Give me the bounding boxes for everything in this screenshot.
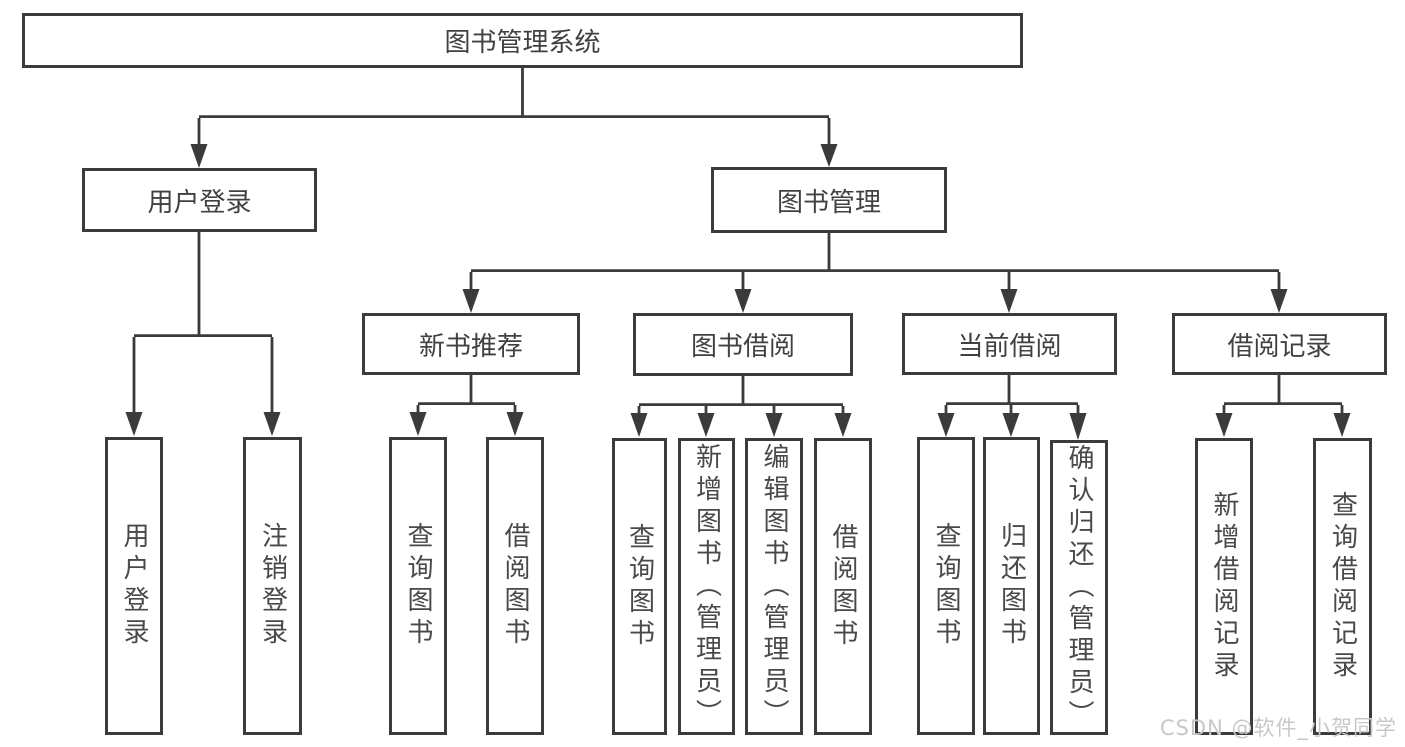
leaf-bb-edit-books-admin: 编辑图书（管理员） — [745, 438, 803, 735]
leaf-logout: 注销登录 — [243, 437, 302, 735]
leaf-label-nbr-query-books: 查询图书 — [403, 522, 433, 650]
node-user-login: 用户登录 — [82, 168, 317, 232]
node-current-borrowing: 当前借阅 — [902, 313, 1117, 375]
leaf-cb-confirm-return-admin: 确认归还（管理员） — [1050, 440, 1108, 735]
node-label-new-book-recommendation: 新书推荐 — [418, 331, 523, 362]
node-library-management-system: 图书管理系统 — [22, 13, 1023, 68]
leaf-cb-return-books: 归还图书 — [983, 437, 1040, 735]
watermark: CSDN @软件_小贺同学 — [1159, 716, 1397, 740]
leaf-bb-borrow-books: 借阅图书 — [814, 438, 872, 735]
leaf-label-bb-edit-books-admin: 编辑图书（管理员） — [759, 442, 789, 731]
leaf-nbr-borrow-books: 借阅图书 — [486, 437, 544, 735]
leaf-cb-query-books: 查询图书 — [917, 437, 975, 735]
node-new-book-recommendation: 新书推荐 — [362, 313, 580, 375]
leaf-bb-add-books-admin: 新增图书（管理员） — [678, 438, 735, 735]
node-label-borrowing-records: 借阅记录 — [1227, 331, 1332, 362]
leaf-label-br-query-borrow-record: 查询借阅记录 — [1327, 490, 1358, 683]
leaf-label-cb-query-books: 查询图书 — [931, 522, 961, 650]
node-book-borrowing: 图书借阅 — [633, 313, 853, 376]
leaf-label-user-login: 用户登录 — [119, 522, 149, 650]
leaf-nbr-query-books: 查询图书 — [389, 437, 447, 735]
node-label-root: 图书管理系统 — [444, 28, 601, 58]
leaf-label-logout: 注销登录 — [257, 522, 288, 650]
leaf-label-bb-borrow-books: 借阅图书 — [828, 522, 858, 651]
leaf-label-cb-confirm-return-admin: 确认归还（管理员） — [1064, 443, 1094, 732]
leaf-br-add-borrow-record: 新增借阅记录 — [1195, 438, 1253, 735]
leaf-label-cb-return-books: 归还图书 — [996, 522, 1027, 650]
leaf-label-br-add-borrow-record: 新增借阅记录 — [1209, 490, 1239, 683]
leaf-label-bb-query-books: 查询图书 — [624, 522, 655, 651]
leaf-label-bb-add-books-admin: 新增图书（管理员） — [691, 442, 722, 731]
node-label-user-login: 用户登录 — [147, 187, 252, 218]
node-label-current-borrowing: 当前借阅 — [957, 331, 1062, 362]
node-label-book-management: 图书管理 — [776, 187, 881, 218]
node-book-management: 图书管理 — [711, 167, 947, 233]
node-borrowing-records: 借阅记录 — [1172, 313, 1387, 375]
leaf-br-query-borrow-record: 查询借阅记录 — [1313, 438, 1372, 735]
leaf-bb-query-books: 查询图书 — [612, 438, 667, 735]
leaf-label-nbr-borrow-books: 借阅图书 — [500, 522, 530, 650]
leaf-user-login: 用户登录 — [105, 437, 163, 735]
node-label-book-borrowing: 图书借阅 — [690, 332, 795, 362]
